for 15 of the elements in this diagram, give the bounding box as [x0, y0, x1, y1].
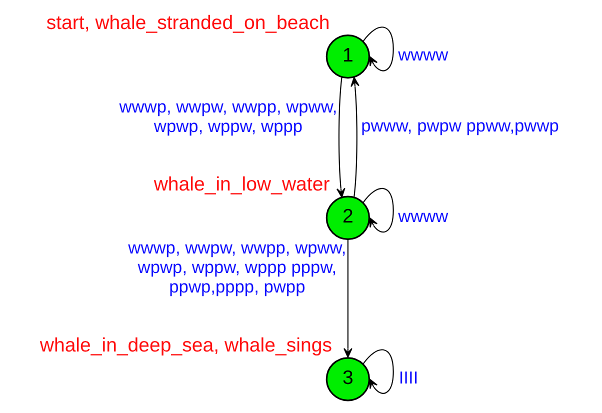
- edge-label: wwwp, wwpw, wwpp, wpww, wpwp, wppw, wppp pppw, ppwp,pppp, pwpp: [128, 237, 346, 296]
- node-circle: 2: [325, 195, 370, 240]
- arrow: [342, 238, 352, 358]
- edge-label: wwwp, wwpw, wwpp, wpww, wpwp, wppw, wppp: [118, 96, 337, 136]
- node-label: start, whale_stranded_on_beach: [46, 11, 330, 34]
- node-circle: 3: [325, 356, 370, 401]
- edge-label: pwww, pwpw ppww,pwwp: [360, 115, 558, 136]
- arrow: [350, 76, 359, 197]
- node-circle: 1: [325, 34, 370, 78]
- edge-label: IIII: [398, 366, 418, 387]
- edge-label: wwww: [398, 44, 448, 64]
- edge-label: wwww: [398, 205, 448, 226]
- node-label: whale_in_deep_sea, whale_sings: [39, 334, 332, 356]
- node-label: whale_in_low_water: [153, 172, 330, 195]
- arrow: [336, 76, 345, 198]
